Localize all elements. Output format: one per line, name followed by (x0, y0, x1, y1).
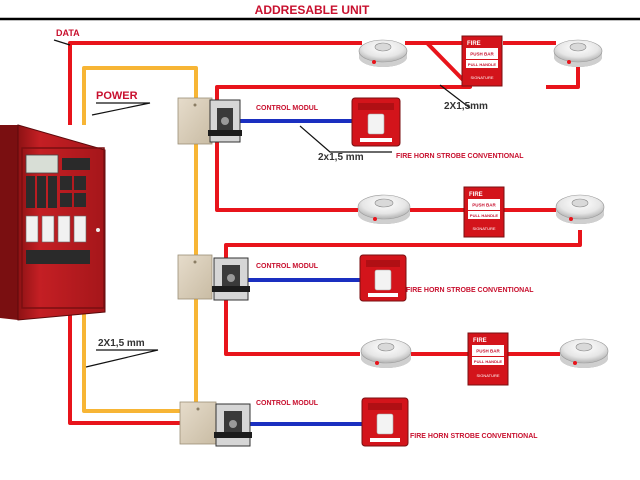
pull-handle-label: PULL HANDLE (468, 62, 496, 67)
data-label: DATA (56, 28, 80, 38)
smoke-detector-4[interactable] (555, 194, 605, 224)
leader-lines (53, 39, 471, 368)
horn-strobe-3[interactable] (361, 397, 409, 447)
smoke-detector-6[interactable] (559, 338, 609, 368)
pull-fire-label: FIRE (467, 41, 481, 47)
pull-station-3[interactable]: FIRE PUSH BAR PULL HANDLE SIGNATURE (467, 332, 509, 386)
smoke-detector-1[interactable] (358, 39, 408, 67)
pull-station-2[interactable]: FIRE PUSH BAR PULL HANDLE SIGNATURE (463, 186, 505, 238)
panel-display (25, 154, 59, 174)
cable-label-top: 2X1,5mm (444, 101, 488, 112)
control-module-label-2: CONTROL MODUL (256, 263, 319, 270)
horn-wiring (238, 119, 362, 426)
control-module-1[interactable] (177, 97, 242, 145)
pull-fire-label: FIRE (469, 192, 483, 198)
horn-strobe-2[interactable] (359, 254, 407, 302)
pull-brand-label: SIGNATURE (476, 373, 499, 378)
smoke-detector-3[interactable] (357, 194, 411, 224)
diagram-title: ADDRESABLE UNIT (255, 3, 370, 17)
control-module-3[interactable] (179, 401, 252, 447)
pull-handle-label: PULL HANDLE (470, 213, 498, 218)
pull-handle-label: PULL HANDLE (474, 359, 502, 364)
power-label: POWER (96, 90, 138, 102)
horn-strobe-label-1: FIRE HORN STROBE CONVENTIONAL (396, 153, 524, 160)
smoke-detector-5[interactable] (360, 338, 412, 368)
panel-label-plate (26, 250, 90, 264)
horn-strobe-label-2: FIRE HORN STROBE CONVENTIONAL (406, 287, 534, 294)
pull-brand-label: SIGNATURE (472, 226, 495, 231)
panel-display-right (62, 158, 90, 170)
panel-modules (25, 215, 87, 243)
control-module-label-1: CONTROL MODUL (256, 105, 319, 112)
pull-push-label: PUSH BAR (472, 203, 496, 208)
data-wiring (68, 41, 582, 425)
pull-brand-label: SIGNATURE (470, 75, 493, 80)
pull-push-label: PUSH BAR (470, 52, 494, 57)
horn-strobe-label-3: FIRE HORN STROBE CONVENTIONAL (410, 433, 538, 440)
control-module-label-3: CONTROL MODUL (256, 400, 319, 407)
pull-push-label: PUSH BAR (476, 349, 500, 354)
cable-label-mid: 2x1,5 mm (318, 152, 364, 163)
control-module-2[interactable] (177, 254, 250, 301)
cable-label-left: 2X1,5 mm (98, 338, 145, 349)
fire-alarm-control-panel[interactable] (0, 124, 106, 321)
pull-fire-label: FIRE (473, 338, 487, 344)
power-wiring (82, 66, 198, 415)
panel-keypad (26, 176, 86, 208)
pull-station-1[interactable]: FIRE PUSH BAR PULL HANDLE SIGNATURE (461, 35, 503, 87)
panel-lock (96, 228, 100, 232)
smoke-detector-2[interactable] (553, 39, 603, 67)
horn-strobe-1[interactable] (351, 97, 401, 147)
